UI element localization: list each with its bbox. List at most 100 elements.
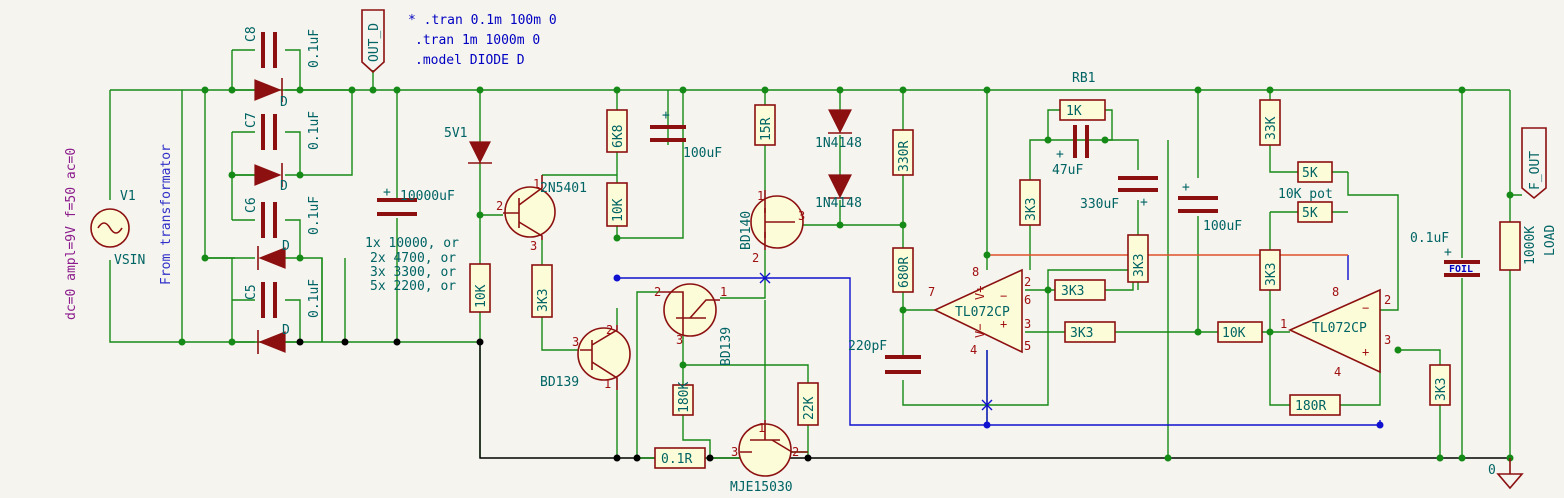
q3-pin2: 2 bbox=[752, 251, 759, 265]
u2-label: TL072CP bbox=[1312, 321, 1367, 336]
cap-c5 bbox=[261, 282, 277, 318]
out-d-label: OUT_D bbox=[367, 23, 382, 62]
cap-c6 bbox=[261, 202, 277, 238]
q2-pin2: 2 bbox=[606, 323, 613, 337]
q-2n5401-label: 2N5401 bbox=[540, 181, 587, 196]
u1-pin5: 5 bbox=[1024, 339, 1031, 353]
zener-5v1[interactable] bbox=[468, 141, 492, 164]
vsin-params: dc=0 ampl=9V f=50 ac=0 bbox=[64, 148, 79, 320]
d2-label: 1N4148 bbox=[815, 196, 862, 211]
spice-line-3: .model DIODE D bbox=[415, 53, 525, 68]
c-100uf-a-plus: + bbox=[662, 108, 670, 123]
transistor-bd140[interactable] bbox=[750, 190, 804, 250]
diode-row-2 bbox=[254, 163, 283, 187]
d-label-3: D bbox=[282, 239, 290, 254]
c-47uf-label: 47uF bbox=[1052, 163, 1083, 178]
opamp-u1[interactable] bbox=[933, 268, 1023, 354]
c-100uf-a-label: 100uF bbox=[683, 146, 722, 161]
r-680r-label: 680R bbox=[897, 257, 912, 288]
r-10k-b-label: 10K bbox=[611, 198, 626, 222]
f-out-flag bbox=[1521, 127, 1547, 200]
q-bd139-b-label: BD139 bbox=[719, 327, 734, 366]
transistor-mje15030[interactable] bbox=[738, 420, 808, 477]
r-22k-label: 22K bbox=[802, 396, 817, 420]
rectifier-bridge[interactable] bbox=[254, 32, 286, 354]
q5-pin3: 3 bbox=[731, 445, 738, 459]
u1-plus: + bbox=[1000, 317, 1007, 331]
u1-minus: − bbox=[1000, 289, 1007, 303]
u1-label: TL072CP bbox=[955, 305, 1010, 320]
r-3k3-b-label: 3K3 bbox=[1024, 198, 1039, 221]
u1-pin6: 6 bbox=[1024, 293, 1031, 307]
no-connect-crosses bbox=[759, 272, 993, 411]
diode-row-4 bbox=[257, 330, 286, 354]
c-100uf-b-label: 100uF bbox=[1203, 219, 1242, 234]
out-d-flag bbox=[361, 9, 385, 74]
spice-line-2: .tran 1m 1000m 0 bbox=[415, 33, 540, 48]
cap-c8 bbox=[261, 32, 277, 68]
transistor-bd139-b[interactable] bbox=[660, 283, 720, 337]
zener-label: 5V1 bbox=[444, 126, 467, 141]
r-180k-label: 180K bbox=[677, 382, 692, 413]
r-1k-label: 1K bbox=[1066, 104, 1082, 119]
r-3k3-e-label: 3K3 bbox=[1070, 326, 1093, 341]
c-330uf-plus: + bbox=[1140, 195, 1148, 210]
q-mje-label: MJE15030 bbox=[730, 480, 793, 495]
c-01uf-label: 0.1uF bbox=[1410, 231, 1449, 246]
c8-value: 0.1uF bbox=[307, 29, 322, 68]
u2-pin1: 1 bbox=[1280, 317, 1287, 331]
r-3k3-f-label: 3K3 bbox=[1264, 263, 1279, 286]
q4-pin3: 3 bbox=[676, 333, 683, 347]
u2-plus: + bbox=[1362, 345, 1369, 359]
c-47uf-plus: + bbox=[1056, 147, 1064, 162]
vsin-value: VSIN bbox=[114, 253, 145, 268]
r-33k-label: 33K bbox=[1264, 116, 1279, 140]
u2-pin3: 3 bbox=[1384, 333, 1391, 347]
from-transformer-label: From transformator bbox=[159, 144, 174, 285]
diodes-1n4148[interactable] bbox=[828, 109, 852, 199]
v1-ref: V1 bbox=[120, 189, 136, 204]
c-100uf-b-plus: + bbox=[1182, 180, 1190, 195]
wires bbox=[109, 49, 1522, 459]
capacitor-bodies[interactable] bbox=[650, 125, 1480, 374]
u1-pin3: 3 bbox=[1024, 317, 1031, 331]
r-10k-left-label: 10K bbox=[474, 284, 489, 308]
q5-pin1: 1 bbox=[758, 421, 765, 435]
u1-vp: V+ bbox=[973, 286, 987, 300]
q4-pin2: 2 bbox=[654, 285, 661, 299]
u2-minus: − bbox=[1362, 301, 1369, 315]
d1-label: 1N4148 bbox=[815, 136, 862, 151]
opamp-u2[interactable] bbox=[1288, 288, 1381, 374]
junctions bbox=[178, 86, 1514, 462]
vsin-source[interactable] bbox=[90, 208, 130, 248]
q1-pin3: 3 bbox=[530, 239, 537, 253]
transistor-bd139-a[interactable] bbox=[577, 325, 631, 390]
cap-note-3: 3x 3300, or bbox=[370, 265, 456, 280]
q4-pin1: 1 bbox=[720, 285, 727, 299]
d-label-2: D bbox=[280, 179, 288, 194]
load-label: LOAD bbox=[1543, 225, 1558, 256]
r-6k8-label: 6K8 bbox=[611, 125, 626, 148]
q-bd140-label: BD140 bbox=[739, 211, 754, 250]
u1-pin8: 8 bbox=[972, 265, 979, 279]
u2-pin4: 4 bbox=[1334, 365, 1341, 379]
diode-row-3 bbox=[257, 246, 286, 270]
rb1-label: RB1 bbox=[1072, 71, 1095, 86]
q2-pin1: 1 bbox=[604, 377, 611, 391]
u1-vm: V− bbox=[973, 324, 987, 338]
d-label-4: D bbox=[282, 323, 290, 338]
diode-row-1 bbox=[254, 78, 283, 102]
c6-ref: C6 bbox=[244, 197, 259, 213]
main-cap-10000uf[interactable] bbox=[377, 198, 417, 216]
u1-pin7: 7 bbox=[928, 285, 935, 299]
transistor-2n5401[interactable] bbox=[503, 175, 556, 240]
r-3k3-g-label: 3K3 bbox=[1434, 378, 1449, 401]
resistor-bodies[interactable] bbox=[469, 99, 1521, 469]
u1-pin2: 2 bbox=[1024, 275, 1031, 289]
r-3k3-c-label: 3K3 bbox=[1061, 284, 1084, 299]
r-1000k-label: 1000K bbox=[1523, 226, 1538, 265]
u1-pin4: 4 bbox=[970, 343, 977, 357]
q5-pin2: 2 bbox=[792, 445, 799, 459]
c-01uf-plus: + bbox=[1444, 245, 1452, 260]
